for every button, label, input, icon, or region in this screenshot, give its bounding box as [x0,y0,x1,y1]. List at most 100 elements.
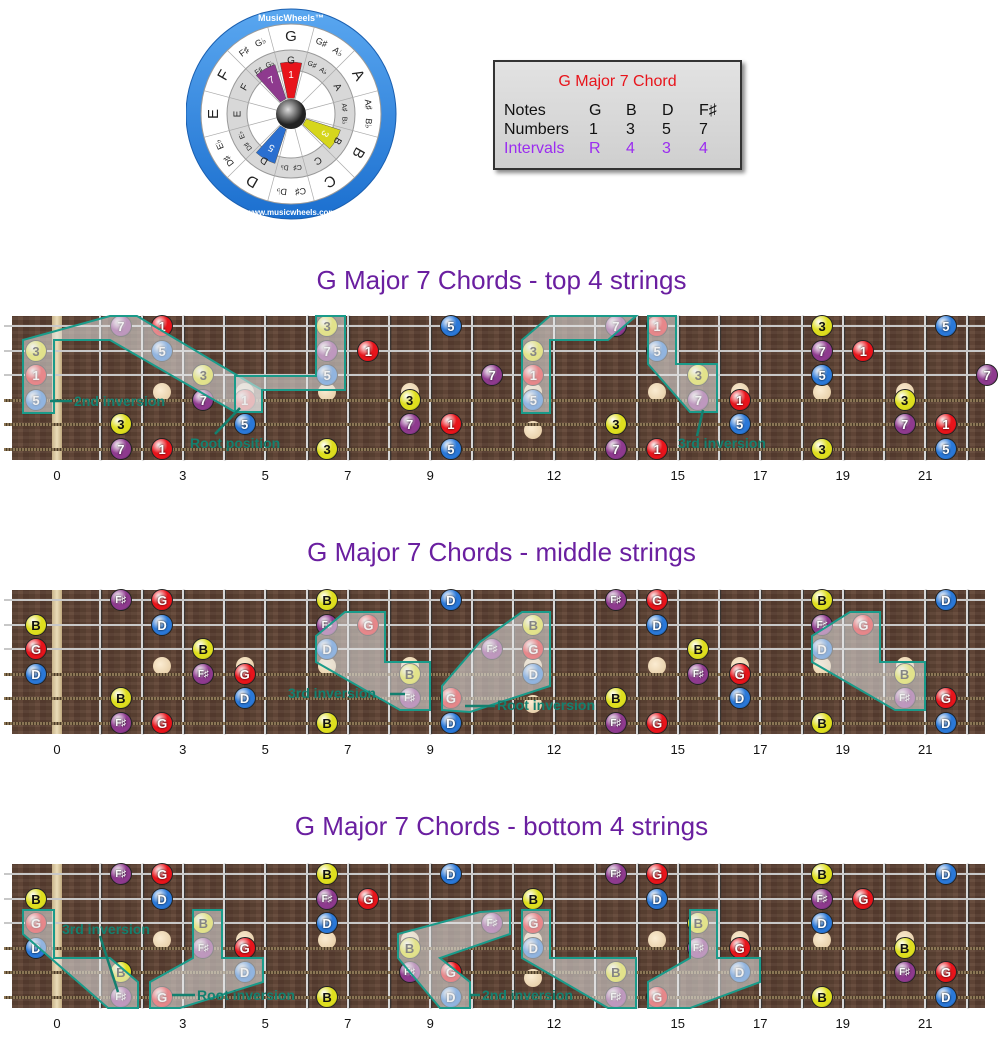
note-marker: F♯ [109,589,132,611]
fret-wire [594,864,597,1008]
chord-info-box: G Major 7 Chord Notes G B D F♯ Numbers 1… [493,60,742,170]
fret-number: 12 [546,742,562,757]
note-marker: 3 [811,438,834,460]
fret-number: 15 [670,742,685,757]
fret-number: 0 [53,468,61,483]
note-marker: 7 [398,413,421,435]
sector-divider [267,128,288,202]
wheel-note-label: G♯ [306,60,317,70]
wheel-note-label: B♭ [340,116,349,125]
note-marker: G [233,937,256,959]
fret-wire [99,864,102,1008]
note-marker: 5 [233,413,256,435]
sector-divider [305,90,379,111]
fret-number: 3 [179,468,187,483]
chord-wedge [255,125,287,164]
wheel-note-label: G [287,55,295,66]
sector-divider [227,124,281,178]
note-marker: B [192,638,215,660]
fret-wire [429,316,432,460]
fret-wire [223,864,225,1008]
fret-wire [429,864,432,1008]
fret-wire [264,590,267,734]
guitar-string [4,696,985,700]
note-marker: D [728,687,751,709]
note-marker: 1 [151,438,174,460]
note-marker: B [398,663,421,685]
note-marker: 5 [934,438,957,460]
note-marker: G [151,589,174,611]
guitar-string [4,898,985,900]
note-marker: 5 [646,340,669,362]
note-marker: G [151,712,174,734]
note-marker: D [439,986,462,1008]
cell: D [662,102,674,119]
note-marker: D [934,589,957,611]
note-marker: F♯ [398,961,421,983]
fret-wire [305,590,308,734]
fret-wire [140,316,143,460]
note-marker: 7 [604,438,627,460]
guitar-string [4,447,985,451]
guitar-string [4,970,985,974]
fret-number: 9 [426,468,434,483]
fret-number: 5 [261,468,269,483]
note-marker: B [811,712,834,734]
note-marker: D [151,614,174,636]
wheel-note-label: E♭ [213,138,226,151]
note-marker: G [25,638,47,660]
fret-number: 5 [261,742,269,757]
note-marker: 3 [316,315,339,337]
note-marker: F♯ [316,614,339,636]
fret-wire [676,864,679,1008]
fret-wire [924,316,927,460]
fret-wire [635,590,638,734]
fret-inlay-dot [648,657,667,675]
note-marker: F♯ [109,986,132,1008]
fret-number: 15 [670,468,685,483]
fret-number: 21 [918,742,933,757]
guitar-string [4,422,985,426]
fret-wire [718,864,720,1008]
note-marker: B [316,986,339,1008]
note-marker: B [316,863,339,885]
note-marker: 7 [893,413,916,435]
wheel-note-label: A♭ [318,66,329,77]
note-marker: D [811,638,834,660]
fret-wire [759,316,762,460]
fret-wire [470,864,473,1008]
fret-wire [965,590,968,734]
wheel-note-label: A♯ [340,103,348,112]
note-marker: F♯ [192,663,215,685]
note-marker: 5 [316,364,339,386]
sector-divider [301,50,355,104]
board-title-bottom: G Major 7 Chords - bottom 4 strings [294,811,709,841]
note-marker: D [233,687,256,709]
note-marker: B [316,712,339,734]
wedge-label: 1 [288,70,294,81]
note-marker: G [233,663,256,685]
fret-wire [99,316,102,460]
cell: F♯ [699,102,717,119]
note-marker: G [25,912,47,934]
fret-number: 7 [344,742,352,757]
wedge-label: 3 [318,128,331,139]
fret-wire [718,590,720,734]
fret-wire [140,864,143,1008]
fret-wire [181,864,184,1008]
wedge-label: 5 [266,141,277,154]
wheel-note-label: B♭ [363,118,374,129]
wheel-note-label: G♯ [314,35,329,49]
note-marker: 5 [811,364,834,386]
note-marker: 5 [439,315,462,337]
fret-inlay-dot [813,931,832,949]
wheel-brand: MusicWheels™ [258,13,324,23]
note-marker: G [934,687,957,709]
fret-wire [264,864,267,1008]
note-marker: 1 [646,315,669,337]
note-marker: D [316,638,339,660]
fret-number: 12 [546,468,562,483]
note-marker: B [811,589,834,611]
cell: 4 [699,140,708,157]
